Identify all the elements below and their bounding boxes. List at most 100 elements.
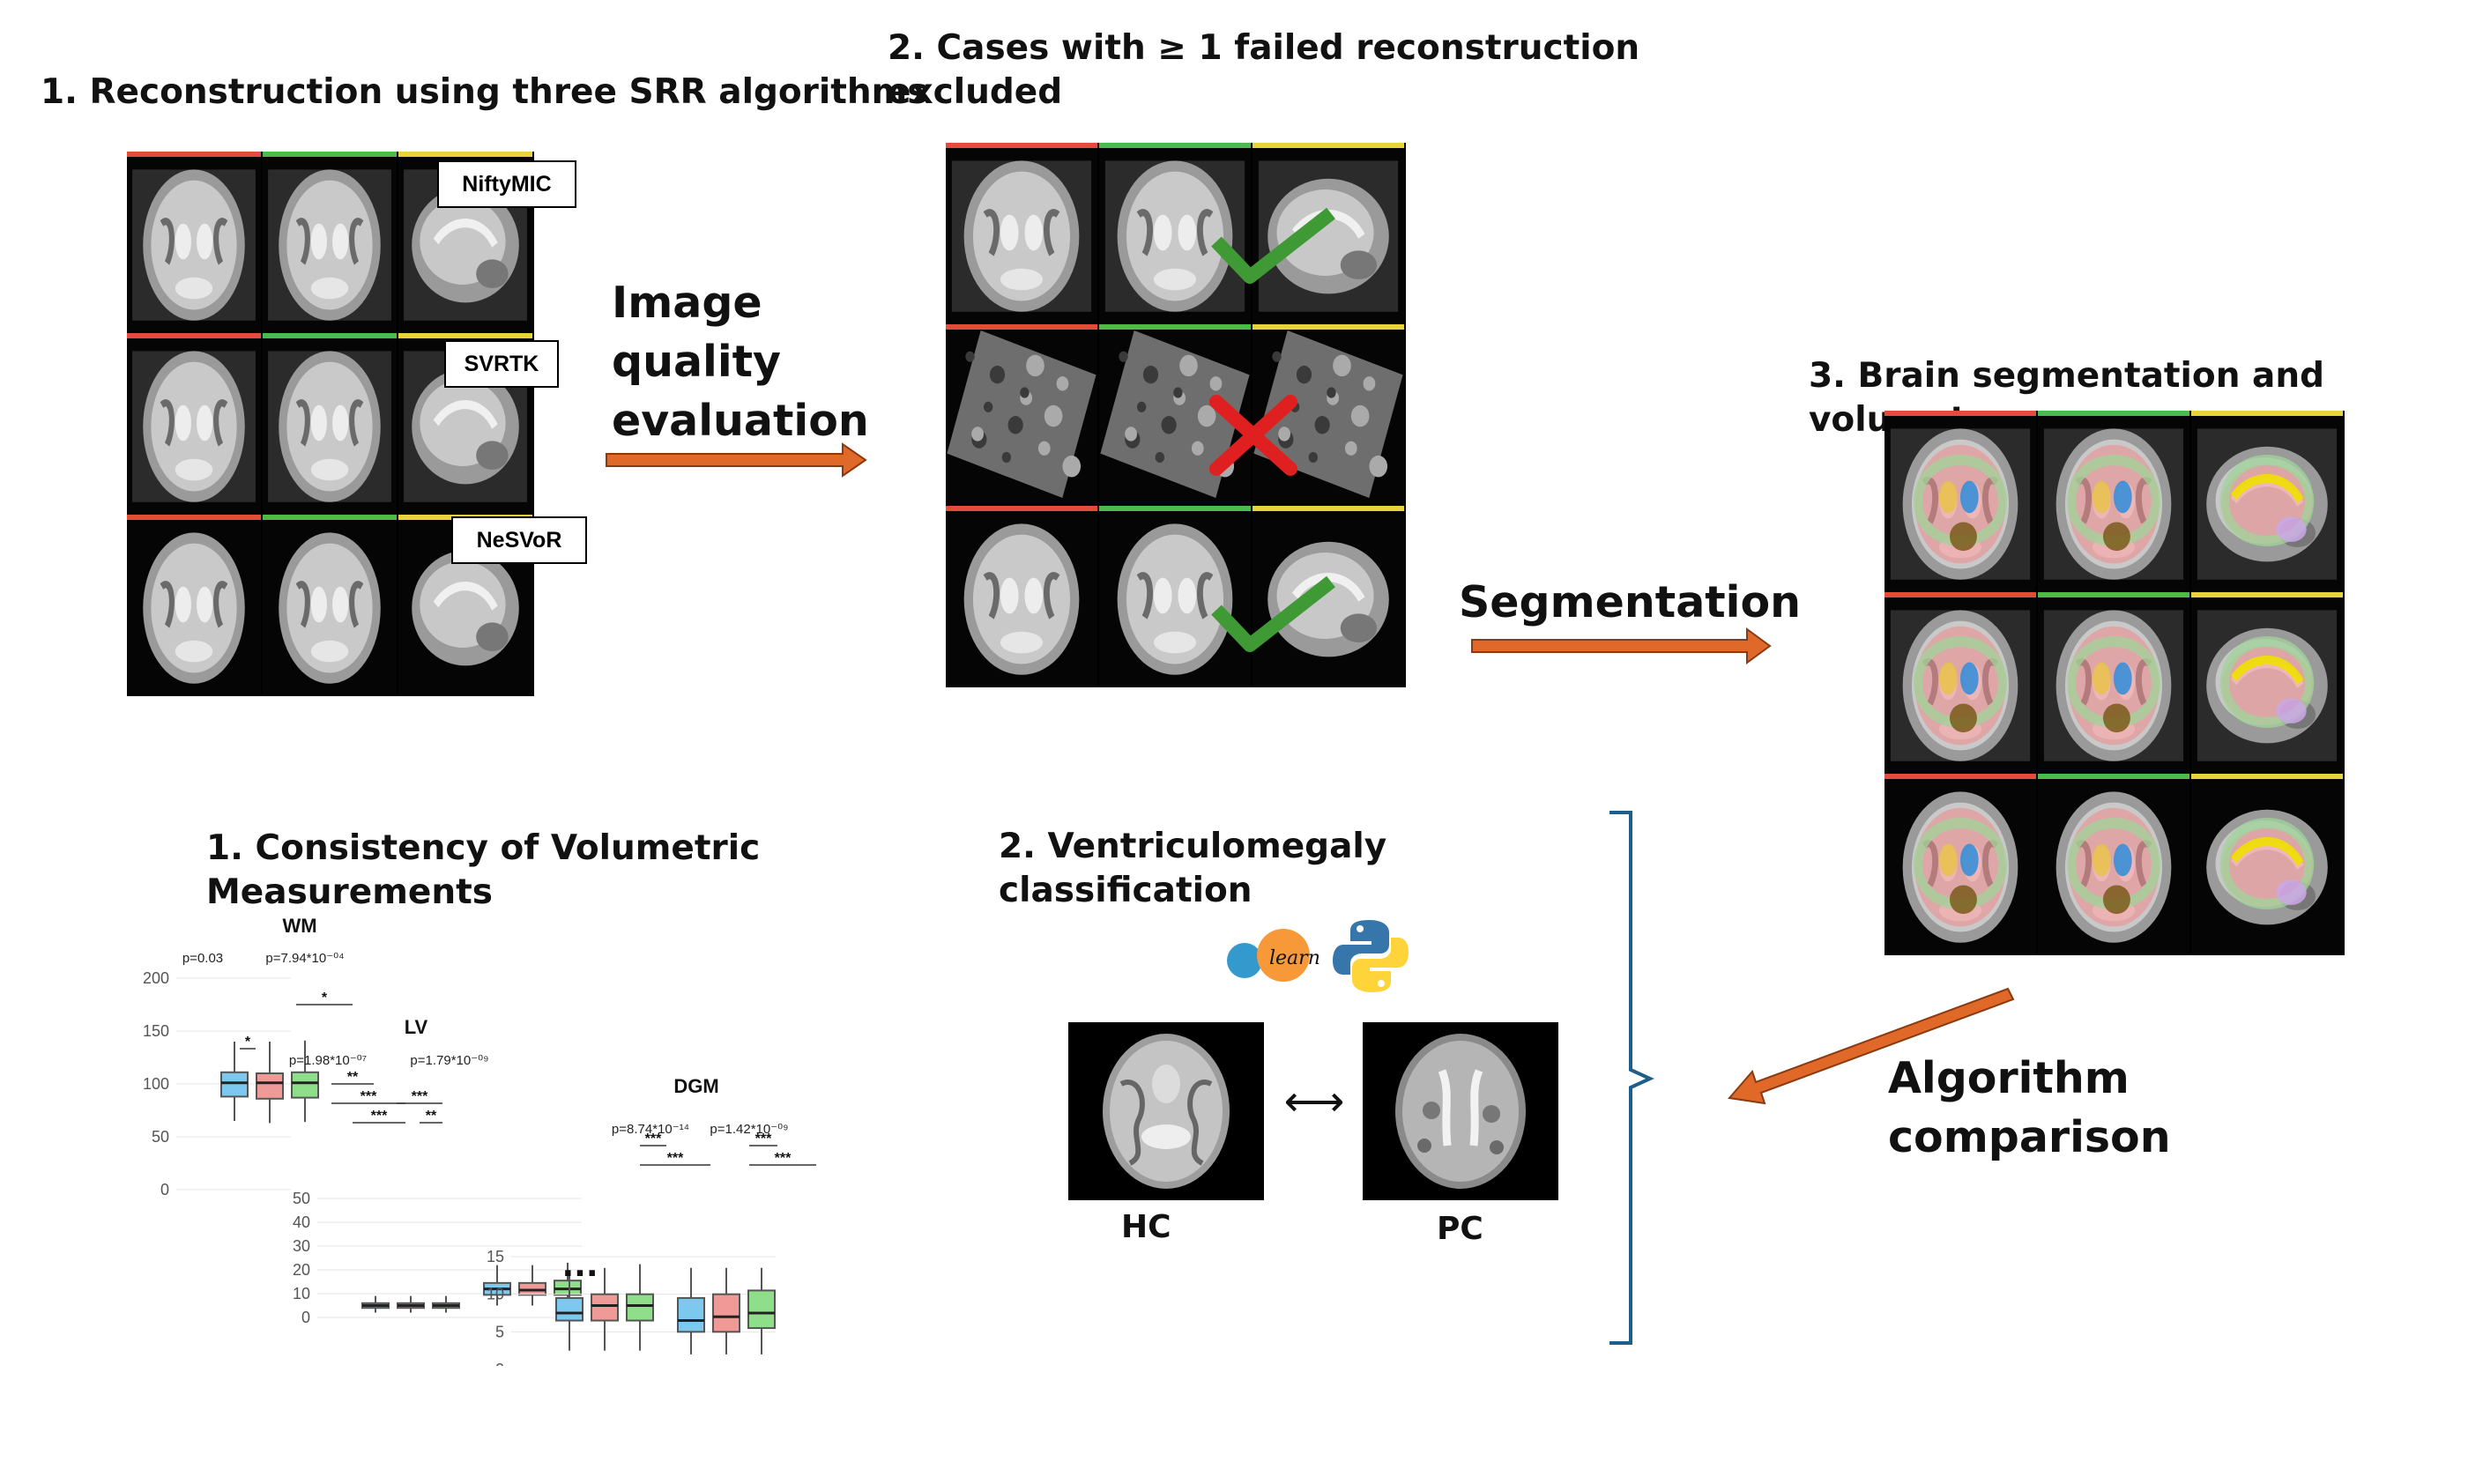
box: [220, 1071, 249, 1098]
panel-title: DGM: [673, 1075, 718, 1097]
brain-slice-r3-c3: [1253, 506, 1404, 686]
significance-stars: **: [426, 1109, 437, 1124]
y-tick-label: 0: [160, 1181, 169, 1198]
y-tick-label: 0: [495, 1361, 504, 1366]
significance-stars: ***: [667, 1151, 684, 1166]
y-tick-label: 50: [152, 1128, 169, 1146]
viewer-bar: [2038, 411, 2189, 416]
brain-slice-r3-c1: [946, 506, 1097, 686]
viewer-bar: [398, 333, 532, 338]
viewer-bar: [263, 333, 397, 338]
brain-slice-r3-c2: [263, 515, 397, 694]
viewer-bar: [263, 515, 397, 520]
brain-slice-r2-c1: [946, 324, 1097, 504]
viewer-bar: [946, 506, 1097, 511]
y-tick-label: 50: [293, 1190, 310, 1207]
segmentation-arrow: [1471, 627, 1772, 664]
ventriculomegaly-heading: 2. Ventriculomegaly classification: [999, 827, 1387, 910]
brain-slice-r3-c1: [127, 515, 261, 694]
panel-title: LV: [405, 1016, 428, 1038]
grouping-bracket: [1609, 811, 1654, 1345]
significance-stars: *: [245, 1035, 251, 1050]
brain-slice-r2-c3: [1253, 324, 1404, 504]
check-mark-icon: [1211, 575, 1335, 652]
sklearn-logo: learn: [1227, 929, 1320, 982]
brain-slice-r1-c1: [127, 152, 261, 331]
viewer-bar: [1099, 506, 1251, 511]
viewer-bar: [1884, 411, 2036, 416]
y-tick-label: 0: [301, 1309, 310, 1326]
viewer-bar: [1253, 506, 1404, 511]
viewer-bar: [1099, 324, 1251, 330]
brain-slice-r1-c3: [2191, 411, 2343, 590]
p-value-label: p=7.94*10⁻⁰⁴: [265, 951, 344, 966]
significance-stars: **: [347, 1070, 359, 1085]
viewer-bar: [2038, 774, 2189, 779]
y-tick-label: 5: [495, 1323, 504, 1340]
reconstruction-image-grid: [127, 152, 534, 696]
significance-stars: ***: [371, 1109, 388, 1124]
brain-slice-r1-c2: [2038, 411, 2189, 590]
viewer-bar: [127, 333, 261, 338]
box: [712, 1293, 740, 1333]
viewer-bar: [1099, 143, 1251, 148]
image-quality-label: Image quality evaluation: [612, 278, 869, 446]
brain-slice-r2-c1: [127, 333, 261, 513]
box: [555, 1296, 584, 1322]
p-value-label: p=1.98*10⁻⁰⁷: [289, 1053, 367, 1068]
y-tick-label: 40: [293, 1213, 310, 1231]
p-value-label: p=1.42*10⁻⁰⁹: [710, 1122, 788, 1137]
svrtk-tag: SVRTK: [444, 340, 559, 388]
box: [256, 1072, 284, 1100]
ellipsis: ...: [561, 1248, 598, 1284]
significance-stars: ***: [775, 1151, 792, 1166]
brain-slice-r1-c1: [1884, 411, 2036, 590]
comparison-arrow-icon: ⟷: [1283, 1079, 1345, 1125]
brain-slice-r3-c1: [1884, 774, 2036, 953]
y-tick-label: 100: [143, 1075, 169, 1093]
viewer-bar: [1884, 774, 2036, 779]
y-tick-label: 15: [487, 1248, 504, 1265]
cases-excluded-heading: 2. Cases with ≥ 1 failed reconstruction …: [888, 28, 1640, 112]
viewer-bar: [2191, 774, 2343, 779]
brain-slice-r3-c2: [2038, 774, 2189, 953]
viewer-bar: [127, 515, 261, 520]
brain-slice-r3-c3: [2191, 774, 2343, 953]
viewer-bar: [946, 143, 1097, 148]
segmentation-label: Segmentation: [1459, 577, 1802, 627]
significance-stars: ***: [755, 1132, 772, 1146]
significance-stars: *: [322, 991, 328, 1005]
qc-image-grid: [946, 143, 1406, 687]
significance-stars: ***: [645, 1132, 662, 1146]
brain-slice-r1-c1: [946, 143, 1097, 323]
box: [677, 1296, 705, 1333]
nesvor-tag: NeSVoR: [451, 516, 587, 564]
viewer-bar: [1253, 324, 1404, 330]
brain-slice-r2-c3: [2191, 592, 2343, 772]
consistency-heading: 1. Consistency of Volumetric Measurement…: [206, 828, 761, 912]
brain-slice-r1-c2: [1099, 143, 1251, 323]
p-value-label: p=8.74*10⁻¹⁴: [612, 1122, 689, 1137]
pc-label: PC: [1437, 1211, 1483, 1247]
svg-text:learn: learn: [1269, 947, 1320, 969]
hc-label: HC: [1121, 1209, 1171, 1245]
p-value-label: p=0.03: [182, 951, 223, 966]
box: [291, 1071, 319, 1099]
brain-slice-r2-c2: [263, 333, 397, 513]
brain-slice-r2-c1: [1884, 592, 2036, 772]
brain-slice-r2-c2: [2038, 592, 2189, 772]
python-logo: [1333, 920, 1409, 992]
panel-title: WM: [282, 915, 316, 937]
hc-brain-image: [1068, 1022, 1264, 1200]
reconstruction-heading: 1. Reconstruction using three SRR algori…: [41, 72, 928, 112]
viewer-bar: [1884, 592, 2036, 597]
algorithm-comparison-label: Algorithm comparison: [1888, 1053, 2171, 1162]
significance-stars: ***: [412, 1089, 428, 1104]
check-mark-icon: [1211, 207, 1335, 284]
viewer-bar: [2038, 592, 2189, 597]
image-quality-arrow: [606, 442, 867, 478]
brain-slice-r1-c2: [263, 152, 397, 331]
viewer-bar: [1253, 143, 1404, 148]
y-tick-label: 20: [293, 1261, 310, 1279]
